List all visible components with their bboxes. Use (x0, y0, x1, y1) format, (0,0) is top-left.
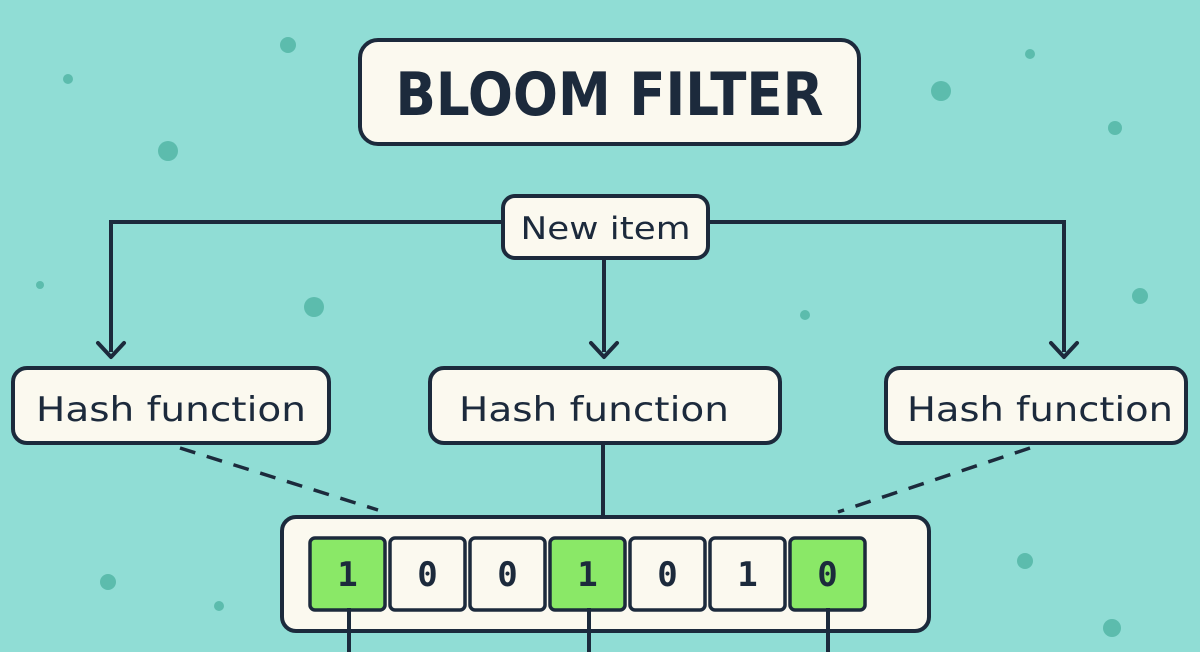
hash-function-label: Hash function (907, 390, 1173, 430)
bit-cell-3: 1 (548, 536, 627, 612)
bit-drop-lines (347, 608, 830, 652)
bit-value: 0 (657, 555, 677, 595)
bit-value: 1 (577, 555, 597, 595)
hash-function-center: Hash function (428, 366, 782, 445)
bit-cell-6: 0 (788, 536, 867, 612)
bit-cell-2: 0 (468, 536, 547, 612)
bit-value: 1 (337, 555, 357, 595)
background-dots (36, 37, 1148, 637)
bit-cell-box (468, 536, 547, 612)
hash-function-left: Hash function (11, 366, 331, 445)
dashed-connector-right (837, 446, 1031, 514)
page-title: BLOOM FILTER (396, 60, 824, 130)
hash-connectors (179, 443, 1031, 517)
connector-right (708, 220, 1066, 352)
bit-array: 1 0 0 1 0 1 0 (308, 536, 867, 612)
bit-cell-box (708, 536, 787, 612)
bit-cell-4: 0 (628, 536, 707, 612)
bit-value: 0 (497, 555, 517, 595)
connector-left (109, 220, 503, 352)
hash-function-right: Hash function (884, 366, 1188, 445)
arrowhead-center (589, 341, 619, 359)
arrowhead-right (1049, 341, 1079, 359)
bit-value: 0 (417, 555, 437, 595)
new-item-label: New item (521, 211, 691, 247)
arrowhead-left (96, 341, 126, 359)
bit-cell-1: 0 (388, 536, 467, 612)
bit-value: 1 (737, 555, 757, 595)
input-connectors (96, 220, 1079, 359)
bit-value: 0 (817, 555, 837, 595)
bit-cell-box (628, 536, 707, 612)
dashed-connector-left (179, 446, 379, 512)
bit-cell-5: 1 (708, 536, 787, 612)
hash-function-label: Hash function (36, 390, 306, 430)
title-box: BLOOM FILTER (358, 38, 861, 146)
bit-cell-0: 1 (308, 536, 387, 612)
hash-function-label: Hash function (459, 390, 729, 430)
new-item-box: New item (501, 194, 710, 260)
bit-cell-box (388, 536, 467, 612)
